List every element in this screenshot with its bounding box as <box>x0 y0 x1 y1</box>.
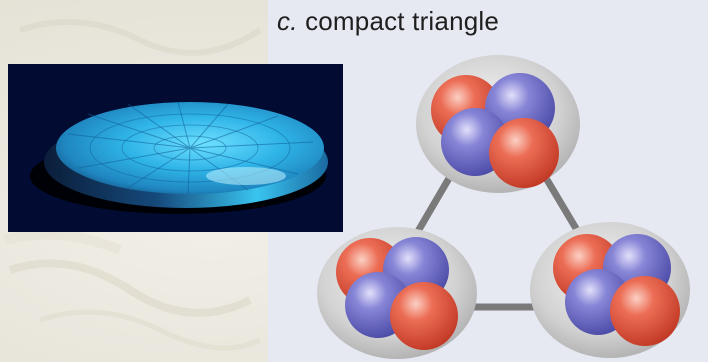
cluster-top <box>416 55 580 193</box>
proton <box>610 276 680 346</box>
cluster-bottom-left <box>317 227 477 359</box>
panel-title-text: compact triangle <box>305 6 500 36</box>
proton <box>489 118 559 188</box>
panel-title: c. compact triangle <box>277 6 499 37</box>
disc-image-panel <box>8 64 343 232</box>
oblate-disc <box>30 101 328 214</box>
cluster-bottom-right <box>530 222 690 358</box>
proton <box>390 282 458 350</box>
panel-label: c. <box>277 6 298 36</box>
